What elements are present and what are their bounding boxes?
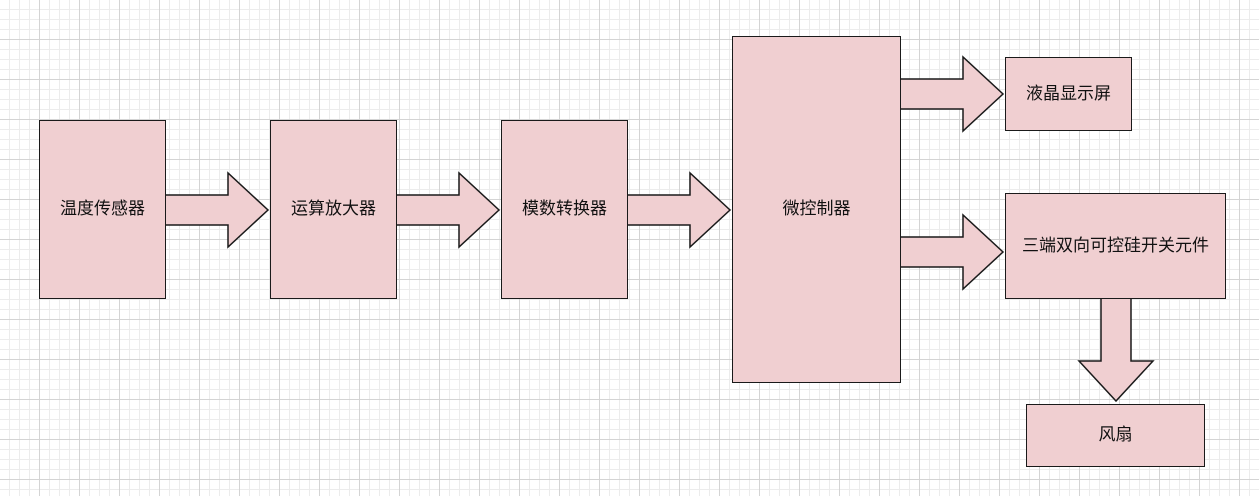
- node-microcontroller-label: 微控制器: [782, 199, 851, 220]
- arrow-triac-to-fan: [1077, 297, 1155, 403]
- node-op-amp: 运算放大器: [270, 120, 397, 299]
- arrow-sensor-to-amp: [164, 171, 270, 249]
- arrow-mcu-to-triac: [899, 213, 1005, 291]
- node-microcontroller: 微控制器: [732, 36, 901, 383]
- node-fan: 风扇: [1026, 404, 1205, 467]
- node-lcd: 液晶显示屏: [1005, 57, 1132, 131]
- arrow-adc-to-mcu: [626, 171, 732, 249]
- node-lcd-label: 液晶显示屏: [1026, 83, 1111, 104]
- node-adc-label: 模数转换器: [522, 199, 607, 220]
- node-op-amp-label: 运算放大器: [291, 199, 376, 220]
- node-fan-label: 风扇: [1098, 425, 1133, 446]
- node-triac-label: 三端双向可控硅开关元件: [1022, 235, 1209, 256]
- node-temperature-sensor-label: 温度传感器: [60, 199, 145, 220]
- node-triac: 三端双向可控硅开关元件: [1005, 193, 1226, 299]
- node-adc: 模数转换器: [501, 120, 628, 299]
- arrow-mcu-to-lcd: [899, 55, 1005, 133]
- node-temperature-sensor: 温度传感器: [39, 120, 166, 299]
- arrow-amp-to-adc: [395, 171, 501, 249]
